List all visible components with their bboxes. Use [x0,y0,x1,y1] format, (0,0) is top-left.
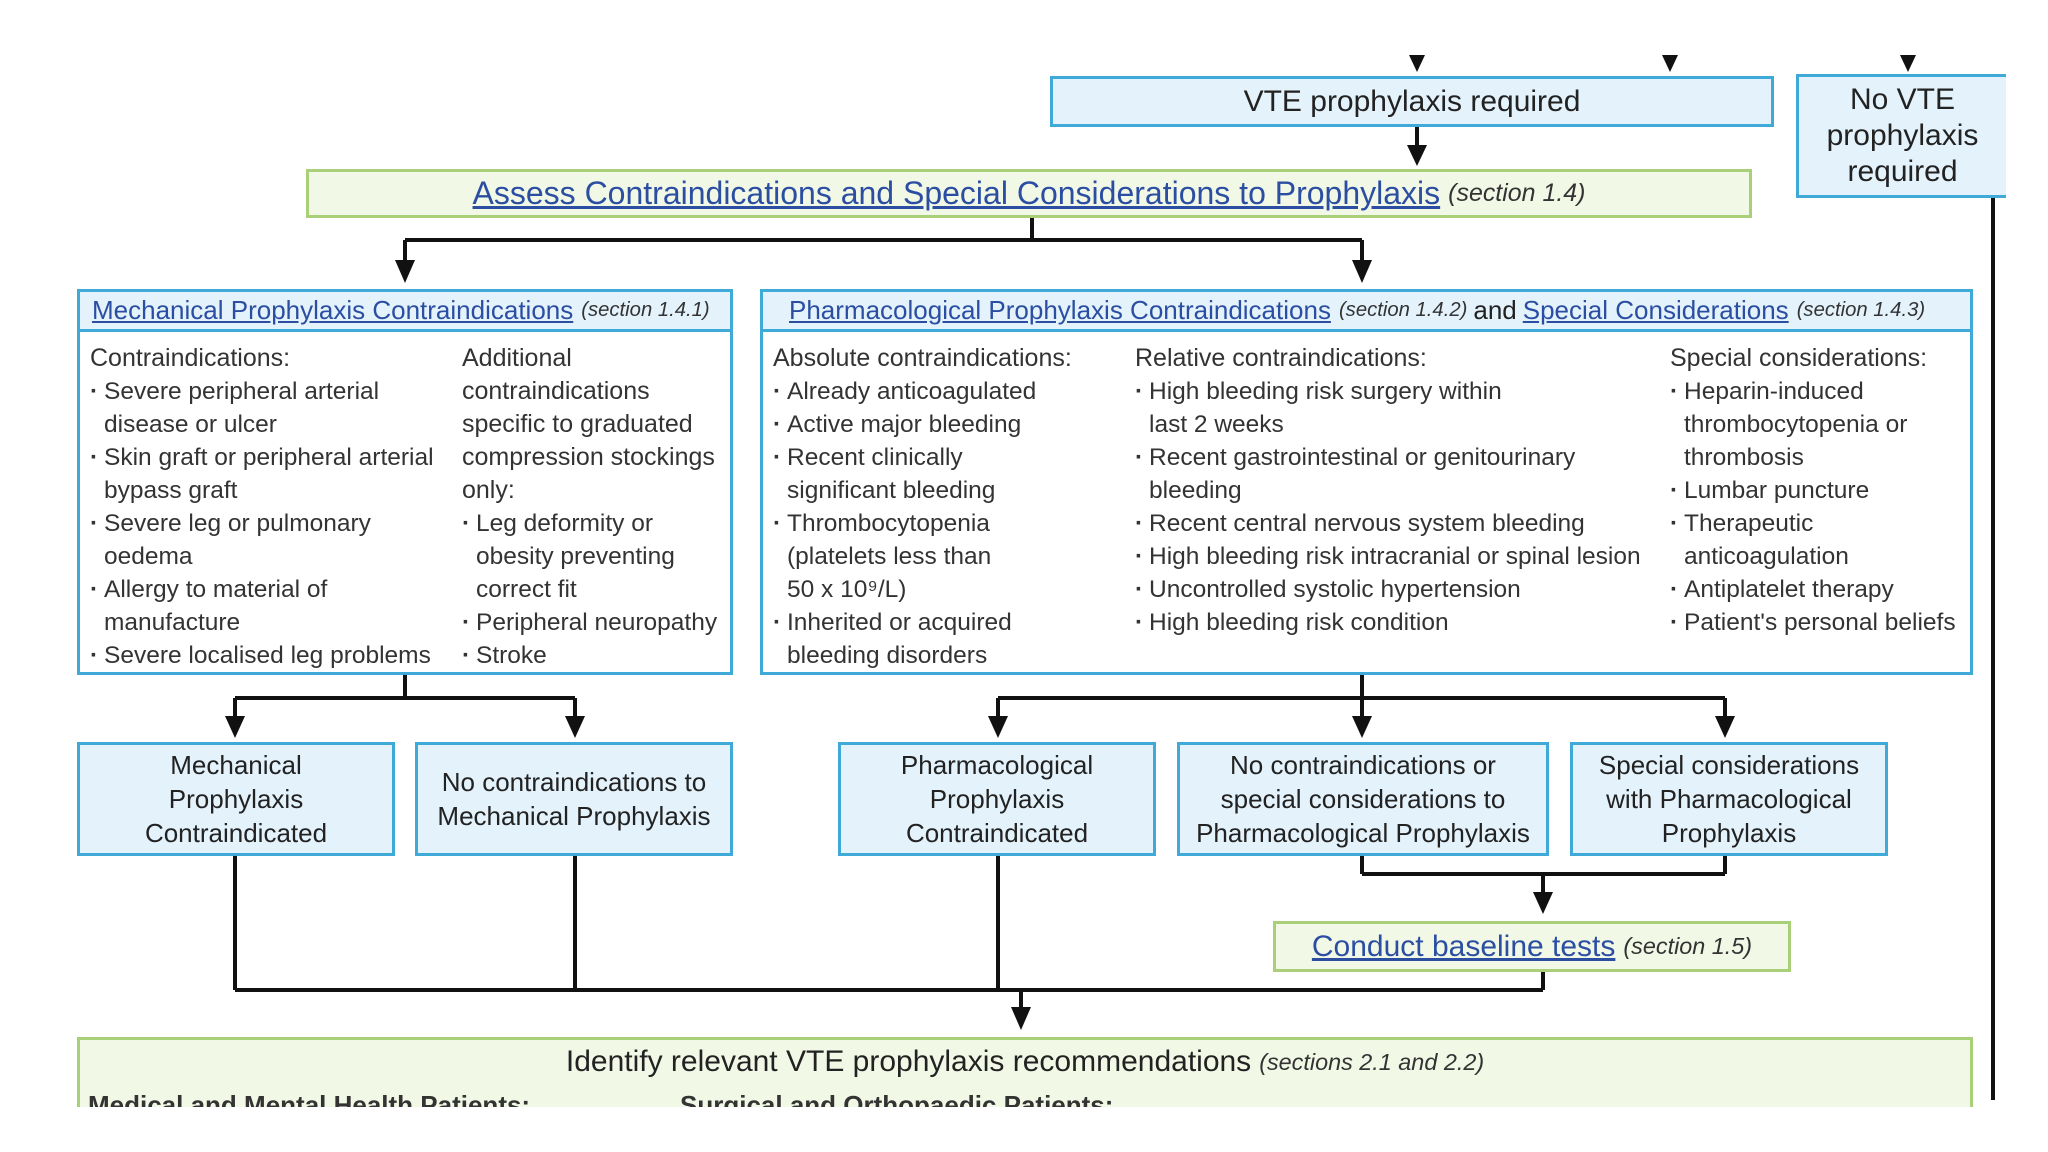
special-considerations-pharmacological-box: Special considerations with Pharmacologi… [1570,742,1888,856]
vte-required-box: VTE prophylaxis required [1050,76,1774,127]
absolute-contraindications-list: Absolute contraindications: Already anti… [773,342,1113,672]
baseline-section: (section 1.5) [1623,933,1753,959]
identify-title-row: Identify relevant VTE prophylaxis recomm… [80,1040,1970,1084]
list-item: Skin graft or peripheral arterial bypass… [90,441,450,507]
mechanical-contraindications-link[interactable]: Mechanical Prophylaxis Contraindications [92,295,574,325]
pharmacological-contraindicated-label: Pharmacological Prophylaxis Contraindica… [900,750,1094,848]
special-considerations-list: Special considerations: Heparin-induced … [1670,342,1966,639]
no-mechanical-contraindications-label: No contraindications to Mechanical Proph… [437,767,711,831]
list-item: High bleeding risk intracranial or spina… [1135,540,1655,573]
gcs-contraindications-list: Additional contraindications specific to… [462,342,724,672]
relative-contraindications-list: Relative contraindications: High bleedin… [1135,342,1655,639]
mechanical-panel-header: Mechanical Prophylaxis Contraindications… [80,292,730,332]
mechanical-contraindications-panel: Mechanical Prophylaxis Contraindications… [77,289,733,675]
mechanical-contraindications-title: Contraindications: [90,344,291,372]
list-item: Recent central nervous system bleeding [1135,507,1655,540]
list-item: Uncontrolled systolic hypertension [1135,573,1655,606]
surgical-patients-heading: Surgical and Orthopaedic Patients: [680,1090,1114,1107]
list-item: Inherited or acquired bleeding disorders [773,606,1037,672]
mechanical-contraindicated-label: Mechanical Prophylaxis Contraindicated [144,750,328,848]
special-considerations-title: Special considerations: [1670,344,1928,372]
list-item: Severe peripheral arterial disease or ul… [90,375,450,441]
mechanical-section: (section 1.4.1) [581,299,710,321]
assess-link[interactable]: Assess Contraindications and Special Con… [472,175,1441,211]
special-considerations-pharmacological-label: Special considerations with Pharmacologi… [1598,750,1860,848]
identify-subheadings: Medical and Mental Health Patients: Surg… [88,1090,1113,1107]
medical-patients-heading: Medical and Mental Health Patients: [88,1090,531,1107]
list-item: Recent gastrointestinal or genitourinary… [1135,441,1629,507]
pharmacological-contraindications-link[interactable]: Pharmacological Prophylaxis Contraindica… [789,295,1331,325]
pharmacological-contraindicated-box: Pharmacological Prophylaxis Contraindica… [838,742,1156,856]
mechanical-contraindications-list: Contraindications: Severe peripheral art… [90,342,450,672]
special-considerations-link[interactable]: Special Considerations [1522,295,1789,325]
list-item: High bleeding risk surgery within last 2… [1135,375,1529,441]
list-item: Allergy to material of manufacture [90,573,450,639]
list-item: Thrombocytopenia (platelets less than 50… [773,507,1017,606]
relative-contraindications-title: Relative contraindications: [1135,344,1427,372]
list-item: Peripheral neuropathy [462,606,724,639]
identify-recommendations-box: Identify relevant VTE prophylaxis recomm… [77,1037,1973,1107]
list-item: Severe localised leg problems [90,639,450,672]
list-item: Heparin-induced thrombocytopenia or thro… [1670,375,1914,474]
and-text: and [1473,295,1517,325]
list-item: Lumbar puncture [1670,474,1966,507]
no-vte-required-box: No VTE prophylaxis required [1796,74,2006,198]
no-mechanical-contraindications-box: No contraindications to Mechanical Proph… [415,742,733,856]
list-item: Patient's personal beliefs [1670,606,1966,639]
assess-section: (section 1.4) [1448,179,1586,207]
identify-section: (sections 2.1 and 2.2) [1259,1048,1485,1075]
absolute-contraindications-title: Absolute contraindications: [773,344,1072,372]
pharmacological-panel-header: Pharmacological Prophylaxis Contraindica… [763,292,1970,332]
assess-box: Assess Contraindications and Special Con… [306,169,1752,218]
no-vte-required-label: No VTE prophylaxis required [1826,83,1979,188]
list-item: High bleeding risk condition [1135,606,1655,639]
list-item: Therapeutic anticoagulation [1670,507,1884,573]
no-pharmacological-contraindications-box: No contraindications or special consider… [1177,742,1549,856]
list-item: Severe leg or pulmonary oedema [90,507,450,573]
gcs-contraindications-title: Additional contraindications specific to… [462,344,715,504]
list-item: Leg deformity or obesity preventing corr… [462,507,724,606]
identify-label: Identify relevant VTE prophylaxis recomm… [565,1045,1252,1078]
mechanical-contraindicated-box: Mechanical Prophylaxis Contraindicated [77,742,395,856]
list-item: Recent clinically significant bleeding [773,441,1017,507]
list-item: Antiplatelet therapy [1670,573,1966,606]
list-item: Active major bleeding [773,408,1113,441]
baseline-tests-link[interactable]: Conduct baseline tests [1311,929,1616,963]
list-item: Stroke [462,639,724,672]
pharmacological-contraindications-panel: Pharmacological Prophylaxis Contraindica… [760,289,1973,675]
special-considerations-section: (section 1.4.3) [1796,299,1926,321]
vte-required-label: VTE prophylaxis required [1243,84,1581,118]
pharmacological-section: (section 1.4.2) [1338,299,1468,321]
no-pharmacological-contraindications-label: No contraindications or special consider… [1196,750,1530,848]
list-item: Already anticoagulated [773,375,1113,408]
baseline-tests-box: Conduct baseline tests (section 1.5) [1273,921,1791,972]
